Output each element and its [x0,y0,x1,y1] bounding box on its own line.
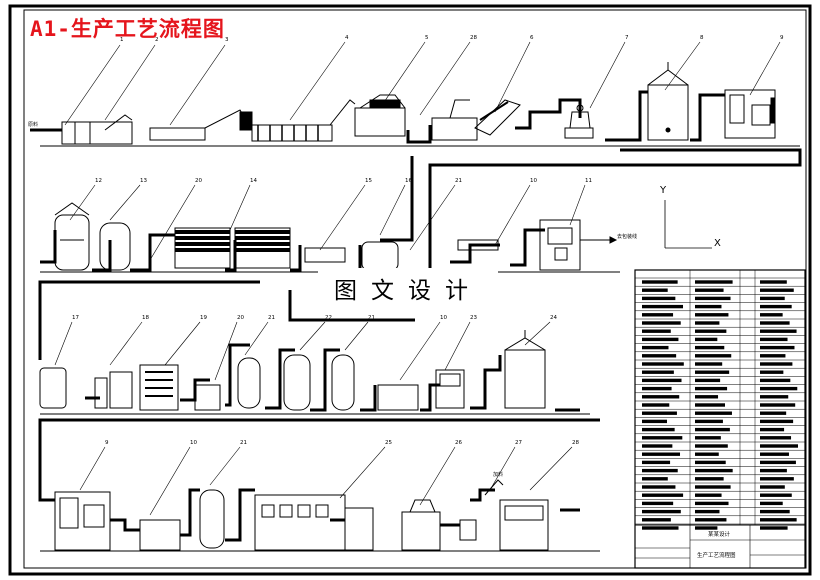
inlet-note: 原料 [28,121,38,128]
floor-lines [40,145,800,552]
feed-note: 加料 [493,471,503,478]
callout-number: 10 [190,440,197,446]
callout-number: 8 [700,35,704,41]
callout-number: 15 [365,178,372,184]
callout-number: 1 [120,37,124,43]
callout-number: 28 [572,440,579,446]
callout-number: 25 [385,440,392,446]
drawing-title: A1-生产工艺流程图 [30,17,225,41]
coordinate-axis-icon [664,200,712,249]
callout-number: 3 [225,37,229,43]
row2-equipment [54,202,618,271]
axis-y-label: Y [659,185,667,196]
callout-number: 9 [780,35,784,41]
callout-number: 7 [625,35,629,41]
row4-equipment [54,479,549,551]
title-block-company: 某某设计 [708,530,731,538]
row3-equipment [39,330,546,411]
outer-frame [8,4,812,576]
callout-number: 18 [142,315,149,321]
callout-number: 26 [455,440,462,446]
callout-number: 4 [345,35,349,41]
title-block-drawing-name: 生产工艺流程图 [697,551,736,559]
callout-number: 19 [200,315,207,321]
callout-number: 6 [530,35,534,41]
callout-number: 10 [530,178,537,184]
row1-equipment [61,62,776,145]
callout-number: 23 [470,315,477,321]
callout-leaders [54,41,781,516]
callout-number: 12 [95,178,102,184]
inner-frame [23,9,807,569]
callout-number: 17 [72,315,79,321]
callout-number: 14 [250,178,257,184]
callout-number: 22 [325,315,332,321]
watermark-text: 图文设计 [318,268,498,308]
callout-number: 5 [425,35,429,41]
equipment-list-table [634,269,806,569]
callout-number: 16 [405,178,412,184]
callout-number: 20 [237,315,244,321]
callout-number: 21 [240,440,247,446]
callout-number: 27 [515,440,522,446]
callout-number: 21 [268,315,275,321]
callout-number: 13 [140,178,147,184]
callout-number: 20 [195,178,202,184]
callout-number: 2 [155,37,159,43]
callout-number: 11 [585,178,592,184]
callout-number: 9 [105,440,109,446]
callout-number: 10 [440,315,447,321]
callout-number: 21 [368,315,375,321]
callout-number: 21 [455,178,462,184]
outlet-note: 去包装线 [617,233,637,240]
axis-x-label: X [714,238,721,249]
callout-number: 24 [550,315,557,321]
callout-number: 28 [470,35,477,41]
